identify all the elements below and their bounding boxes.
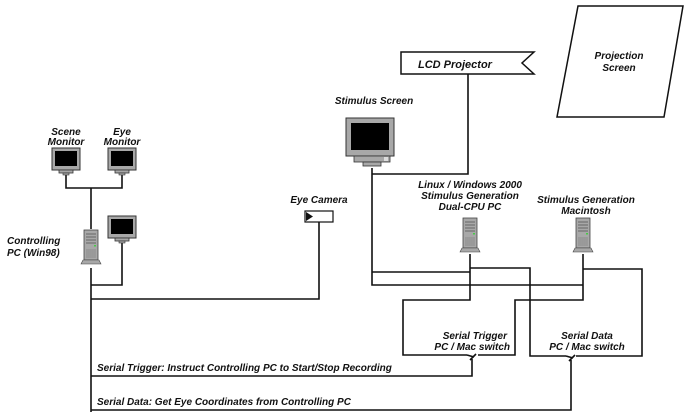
- projection-screen-label-2: Screen: [602, 63, 635, 74]
- scene-monitor-icon: [51, 147, 81, 176]
- projection-screen: Projection Screen: [556, 5, 684, 118]
- wire-scene-monitor: [65, 175, 123, 189]
- data-switch-label-2: PC / Mac switch: [549, 342, 625, 353]
- controlling-pc-monitor-icon: [107, 215, 137, 244]
- eye-monitor-icon: [107, 147, 137, 176]
- scene-monitor-label-1: Scene: [51, 127, 81, 138]
- wire-lcd-projector: [372, 74, 469, 175]
- wire-mac-branch: [576, 268, 643, 357]
- linux-pc-label-2: Stimulus Generation: [421, 191, 519, 202]
- wires: [65, 74, 643, 412]
- wire-side-monitor: [91, 243, 123, 286]
- eye-monitor-label-2: Monitor: [104, 137, 142, 148]
- linux-pc-tower-icon: [459, 217, 481, 253]
- wire-serial-data: [91, 360, 572, 411]
- data-switch-label-1: Serial Data: [561, 331, 613, 342]
- mac-label-1: Stimulus Generation: [537, 195, 635, 206]
- lcd-projector-label: LCD Projector: [418, 59, 493, 71]
- wire-serial-trigger: [91, 359, 473, 377]
- switch-data-pointer: [565, 354, 576, 362]
- eye-monitor-label-1: Eye: [113, 127, 131, 138]
- wire-linux-branch: [470, 267, 566, 357]
- projection-screen-label-1: Projection: [595, 51, 644, 62]
- mac-stimulus-pc: Stimulus Generation Macintosh: [537, 195, 635, 253]
- stimulus-screen-label: Stimulus Screen: [335, 96, 413, 107]
- linux-pc-label-1: Linux / Windows 2000: [418, 180, 522, 191]
- eye-monitor: Eye Monitor: [104, 127, 142, 176]
- trigger-switch-label-1: Serial Trigger: [443, 331, 508, 342]
- stimulus-screen: Stimulus Screen: [335, 96, 413, 167]
- mac-tower-icon: [572, 217, 594, 253]
- wire-linux-pc: [402, 254, 471, 356]
- scene-monitor-label-2: Monitor: [48, 137, 86, 148]
- camera-lens-icon: [306, 212, 313, 221]
- controlling-pc-label-1: Controlling: [7, 236, 60, 247]
- mac-label-2: Macintosh: [561, 206, 610, 217]
- controlling-pc: Controlling PC (Win98): [7, 229, 102, 265]
- controlling-pc-label-2: PC (Win98): [7, 248, 60, 259]
- wire-mac: [478, 254, 584, 356]
- trigger-switch-label-2: PC / Mac switch: [434, 342, 510, 353]
- wire-eye-camera: [91, 222, 320, 300]
- linux-pc-label-3: Dual-CPU PC: [439, 202, 503, 213]
- wire-stimulus-screen: [371, 168, 583, 286]
- controlling-pc-tower-icon: [80, 229, 102, 265]
- switch-trigger-pointer: [466, 353, 477, 361]
- linux-stimulus-pc: Linux / Windows 2000 Stimulus Generation…: [418, 180, 522, 253]
- scene-monitor: Scene Monitor: [48, 127, 86, 176]
- serial-trigger-description: Serial Trigger: Instruct Controlling PC …: [97, 363, 392, 374]
- lcd-projector: LCD Projector: [400, 51, 536, 75]
- eye-camera: Eye Camera: [290, 195, 348, 223]
- eye-camera-label: Eye Camera: [290, 195, 348, 206]
- serial-data-description: Serial Data: Get Eye Coordinates from Co…: [97, 397, 352, 408]
